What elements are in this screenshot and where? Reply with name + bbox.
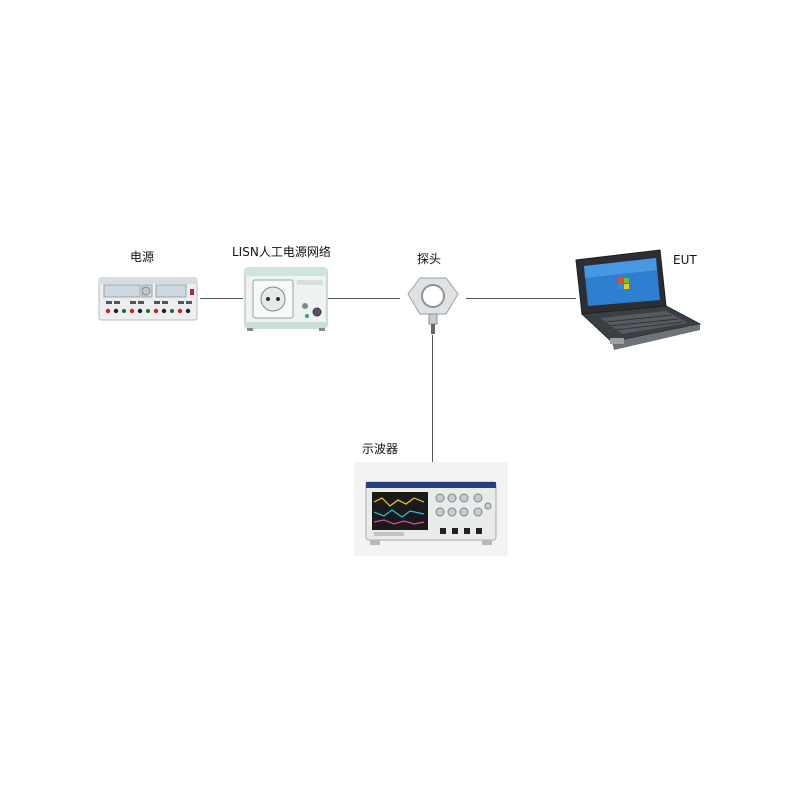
wire-probe-to-oscilloscope (432, 335, 433, 462)
current-probe-image (407, 277, 459, 334)
lisn-image (244, 267, 328, 331)
eut-laptop-image (575, 249, 702, 350)
power-supply-label: 电源 (130, 250, 155, 264)
probe-label: 探头 (417, 252, 442, 266)
oscilloscope-image (354, 462, 508, 556)
lisn-label: LISN人工电源网络 (232, 245, 331, 259)
oscilloscope-label: 示波器 (362, 442, 399, 456)
wire-power-to-lisn (200, 298, 243, 299)
power-supply-image (98, 277, 198, 321)
wire-lisn-to-probe (328, 298, 400, 299)
eut-label: EUT (673, 253, 697, 267)
wire-probe-to-eut (466, 298, 576, 299)
